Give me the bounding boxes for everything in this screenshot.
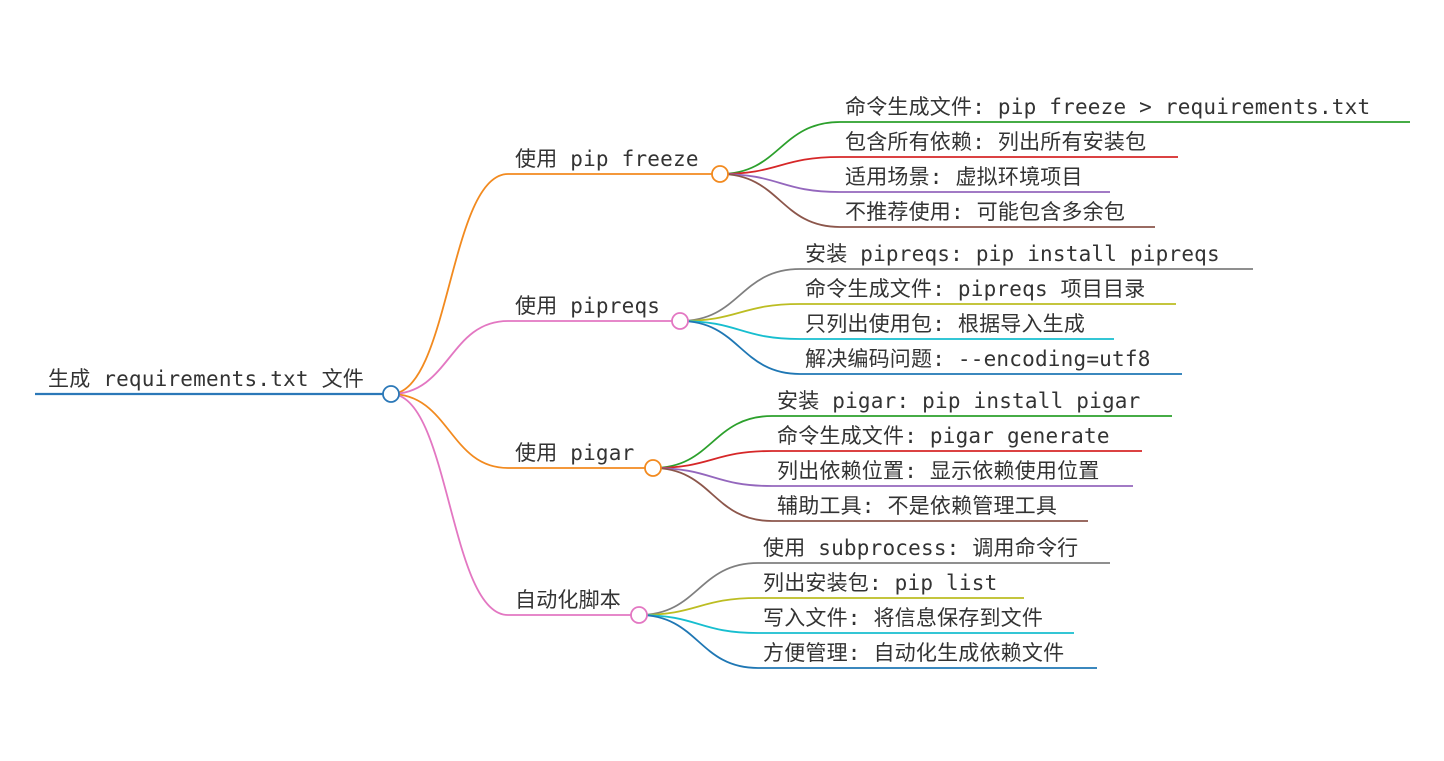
subtopic-1-2: 包含所有依赖: 列出所有安装包 bbox=[845, 130, 1147, 154]
edge-branch-2-child-1 bbox=[679, 268, 801, 322]
subtopic-3-2: 命令生成文件: pigar generate bbox=[777, 424, 1110, 448]
edge-branch-1-child-2 bbox=[719, 156, 841, 175]
edge-branch-4-child-3 bbox=[638, 614, 759, 634]
branch-node-circle-1[interactable] bbox=[711, 165, 729, 183]
subtopic-1-4: 不推荐使用: 可能包含多余包 bbox=[845, 200, 1126, 224]
subtopic-4-3: 写入文件: 将信息保存到文件 bbox=[763, 606, 1044, 630]
edge-branch-1-child-4 bbox=[719, 173, 841, 228]
edge-branch-2-child-2 bbox=[679, 303, 801, 322]
branch-topic-3: 使用 pigar bbox=[515, 441, 635, 465]
edge-root-branch-1 bbox=[390, 173, 509, 395]
edge-branch-3-child-3 bbox=[652, 467, 773, 487]
branch-topic-4: 自动化脚本 bbox=[515, 588, 621, 612]
subtopic-1-1: 命令生成文件: pip freeze > requirements.txt bbox=[845, 95, 1371, 119]
subtopic-2-1: 安装 pipreqs: pip install pipreqs bbox=[805, 242, 1220, 266]
edge-root-branch-2 bbox=[390, 320, 509, 395]
edge-branch-4-child-2 bbox=[638, 597, 759, 616]
subtopic-3-3: 列出依赖位置: 显示依赖使用位置 bbox=[777, 459, 1100, 483]
root-node-circle[interactable] bbox=[382, 385, 400, 403]
edge-branch-3-child-4 bbox=[652, 467, 773, 522]
branch-node-circle-2[interactable] bbox=[671, 312, 689, 330]
branch-node-circle-4[interactable] bbox=[630, 606, 648, 624]
edge-root-branch-3 bbox=[390, 393, 509, 469]
edge-branch-3-child-1 bbox=[652, 415, 773, 469]
subtopic-4-2: 列出安装包: pip list bbox=[763, 571, 998, 595]
edge-branch-4-child-1 bbox=[638, 562, 759, 616]
subtopic-3-1: 安装 pigar: pip install pigar bbox=[777, 389, 1141, 413]
subtopic-1-3: 适用场景: 虚拟环境项目 bbox=[845, 165, 1083, 189]
subtopic-2-4: 解决编码问题: --encoding=utf8 bbox=[805, 347, 1151, 371]
edge-branch-1-child-3 bbox=[719, 173, 841, 193]
edge-branch-2-child-3 bbox=[679, 320, 801, 340]
subtopic-4-4: 方便管理: 自动化生成依赖文件 bbox=[763, 641, 1065, 665]
subtopic-3-4: 辅助工具: 不是依赖管理工具 bbox=[777, 494, 1058, 518]
branch-topic-1: 使用 pip freeze bbox=[515, 147, 699, 171]
edge-branch-2-child-4 bbox=[679, 320, 801, 375]
subtopic-2-3: 只列出使用包: 根据导入生成 bbox=[805, 312, 1086, 336]
subtopic-4-1: 使用 subprocess: 调用命令行 bbox=[763, 536, 1079, 560]
subtopic-2-2: 命令生成文件: pipreqs 项目目录 bbox=[805, 277, 1146, 301]
branch-topic-2: 使用 pipreqs bbox=[515, 294, 661, 318]
edge-branch-3-child-2 bbox=[652, 450, 773, 469]
edge-root-branch-4 bbox=[390, 393, 509, 616]
root-topic: 生成 requirements.txt 文件 bbox=[48, 367, 364, 391]
branch-node-circle-3[interactable] bbox=[644, 459, 662, 477]
edge-branch-1-child-1 bbox=[719, 121, 841, 175]
edge-branch-4-child-4 bbox=[638, 614, 759, 669]
